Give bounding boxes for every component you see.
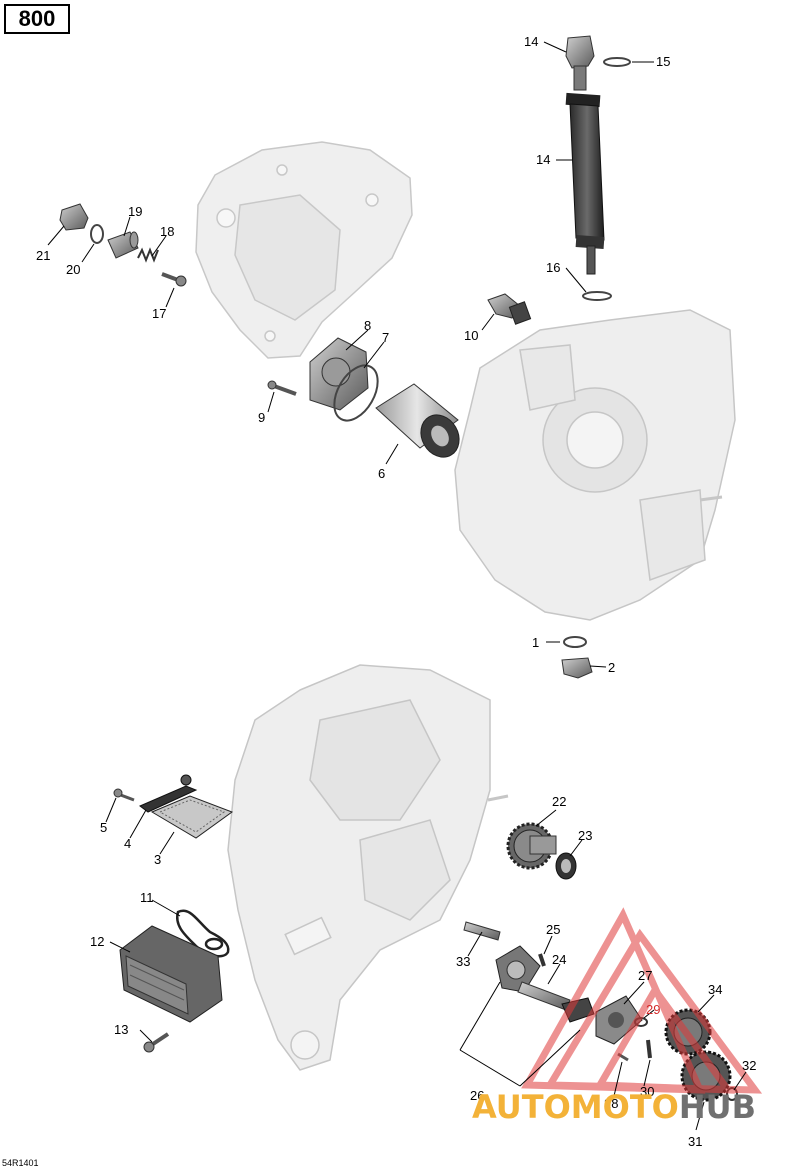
callout-26: 26 xyxy=(470,1088,484,1103)
cooler-gasket xyxy=(175,909,230,958)
callout-3: 3 xyxy=(154,852,161,867)
reference-code: 54R1401 xyxy=(2,1158,39,1168)
callout-5: 5 xyxy=(100,820,107,835)
callout-12: 12 xyxy=(90,934,104,949)
callout-18: 18 xyxy=(160,224,174,239)
callout-4: 4 xyxy=(124,836,131,851)
callout-6: 6 xyxy=(378,466,385,481)
screw-5 xyxy=(113,788,135,802)
callout-29: 29 xyxy=(646,1002,660,1017)
dipstick-tube xyxy=(565,92,605,275)
watermark-part2: HUB xyxy=(678,1088,757,1126)
callout-19: 19 xyxy=(128,204,142,219)
callout-8: 8 xyxy=(364,318,371,333)
oil-filter-cover xyxy=(309,337,369,411)
screw-9 xyxy=(267,380,297,396)
leader-lines xyxy=(47,41,747,1131)
oil-cooler xyxy=(119,925,223,1023)
drain-plug-2 xyxy=(561,657,593,679)
callout-30: 30 xyxy=(640,1084,654,1099)
callout-24: 24 xyxy=(552,952,566,967)
screw-17 xyxy=(161,272,187,287)
o-ring-7 xyxy=(333,364,379,422)
callout-7: 7 xyxy=(382,330,389,345)
callout-9: 9 xyxy=(258,410,265,425)
callout-32: 32 xyxy=(742,1058,756,1073)
crankcase-lower xyxy=(227,664,509,1071)
o-ring-20 xyxy=(90,224,104,244)
screw-13 xyxy=(143,1032,170,1053)
pump-shaft-24 xyxy=(517,981,571,1011)
callout-10: 10 xyxy=(464,328,478,343)
pin-25 xyxy=(538,953,546,967)
callout-21: 21 xyxy=(36,248,50,263)
callout-31: 31 xyxy=(688,1134,702,1149)
seal-23 xyxy=(555,852,577,880)
crankcase-upper xyxy=(454,309,736,621)
clutch-cover-housing xyxy=(195,141,413,359)
callout-13: 13 xyxy=(114,1022,128,1037)
callout-17: 17 xyxy=(152,306,166,321)
callout-16a: 15 xyxy=(656,54,670,69)
model-badge: 800 xyxy=(4,4,70,34)
watermark-logo xyxy=(521,907,763,1094)
callout-14: 14 xyxy=(536,152,550,167)
pump-housing xyxy=(495,945,541,993)
oil-fitting xyxy=(487,293,532,325)
oil-filter xyxy=(375,383,460,458)
callout-11: 11 xyxy=(140,890,154,905)
spring-18 xyxy=(137,247,159,263)
callout-33: 33 xyxy=(456,954,470,969)
strainer-screen xyxy=(150,795,234,839)
drive-gear xyxy=(506,822,557,870)
callout-20: 20 xyxy=(66,262,80,277)
o-ring-lower xyxy=(582,291,612,301)
callout-labels: 14 15 14 16 10 19 18 21 20 17 8 7 9 6 1 … xyxy=(36,34,756,1149)
callout-23: 23 xyxy=(578,828,592,843)
callout-2: 2 xyxy=(608,660,615,675)
callout-1: 1 xyxy=(532,635,539,650)
strainer-retainer xyxy=(139,774,198,813)
gasket-1 xyxy=(563,636,587,648)
callout-22: 22 xyxy=(552,794,566,809)
callout-27: 27 xyxy=(638,968,652,983)
watermark-part1: AUTOMOTO xyxy=(472,1088,679,1126)
callout-15: 14 xyxy=(524,34,538,49)
callout-16b: 16 xyxy=(546,260,560,275)
watermark-text: AUTOMOTOHUB xyxy=(472,1088,756,1126)
dipstick-cap xyxy=(565,35,595,91)
pin-33 xyxy=(463,921,501,941)
plug-21 xyxy=(59,203,89,231)
pin-30 xyxy=(646,1039,652,1059)
piston-19 xyxy=(107,231,139,259)
o-ring-upper xyxy=(603,57,631,67)
callout-28: 28 xyxy=(604,1096,618,1111)
callout-25: 25 xyxy=(546,922,560,937)
callout-34: 34 xyxy=(708,982,722,997)
